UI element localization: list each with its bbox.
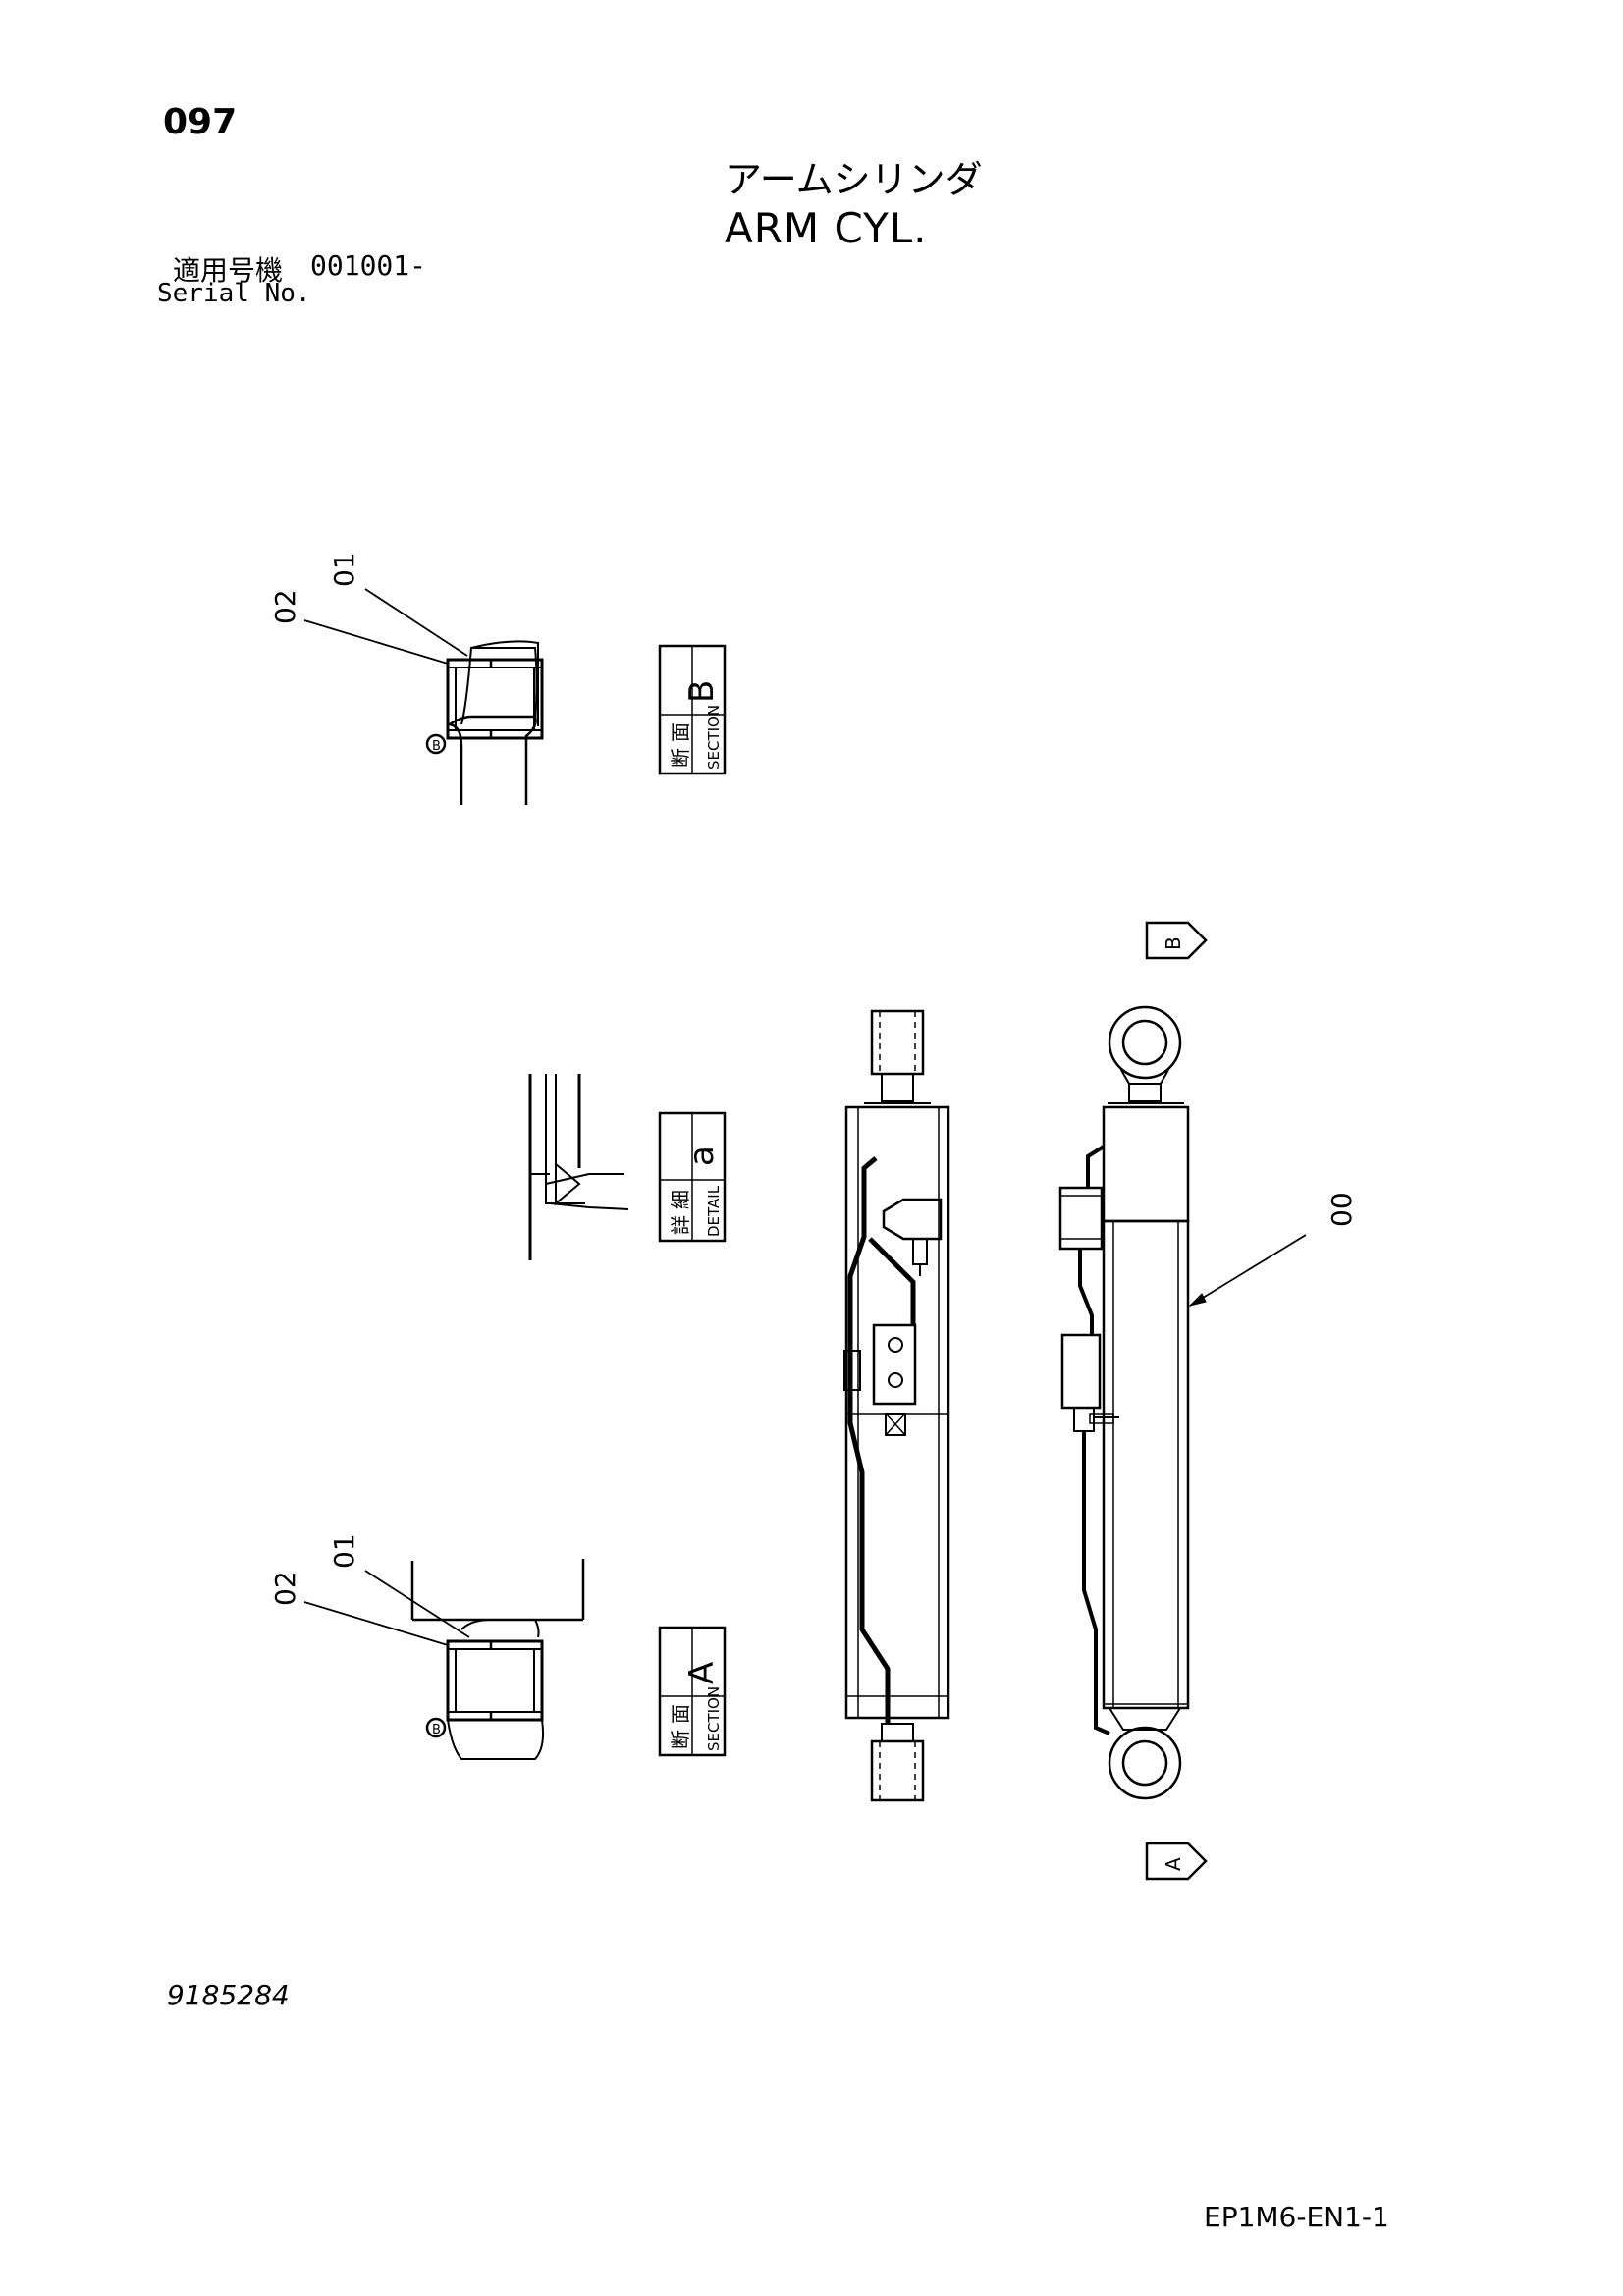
cylinder-view-side: 00 bbox=[1058, 1005, 1358, 1800]
callout-01-bottom: 01 bbox=[328, 1533, 360, 1569]
view-arrow-a: A bbox=[1145, 1842, 1208, 1881]
bolt-mark-b: B bbox=[432, 739, 441, 754]
view-arrow-a-letter: A bbox=[1162, 1857, 1185, 1871]
bolt-mark-a: B bbox=[432, 1723, 441, 1737]
serial-number-range: 001001- bbox=[310, 249, 427, 282]
detail-a-label: 詳 細 DETAIL a bbox=[658, 1111, 727, 1243]
section-a-kanji-2: 面 bbox=[669, 1704, 692, 1724]
section-a-view: B 01 02 bbox=[269, 1533, 585, 1760]
title-english: ARM CYL. bbox=[725, 204, 928, 252]
document-code: EP1M6-EN1-1 bbox=[1204, 2201, 1389, 2233]
section-a-label: 断 面 SECTION A bbox=[658, 1626, 727, 1757]
section-b-label: 断 面 SECTION B bbox=[658, 644, 727, 775]
cylinder-view-front bbox=[843, 1009, 950, 1802]
detail-a-letter: a bbox=[682, 1146, 722, 1166]
callout-00: 00 bbox=[1325, 1192, 1358, 1227]
callout-02-bottom: 02 bbox=[269, 1571, 301, 1606]
detail-a-kanji-1: 詳 bbox=[669, 1215, 692, 1235]
detail-a-kanji-2: 細 bbox=[669, 1190, 692, 1209]
section-b-kanji-2: 面 bbox=[669, 722, 692, 742]
section-b-kanji-1: 断 bbox=[669, 748, 692, 768]
section-a-kanji-1: 断 bbox=[669, 1730, 692, 1749]
section-b-view: B 01 02 bbox=[269, 552, 544, 805]
view-arrow-b-letter: B bbox=[1162, 936, 1185, 950]
detail-a-view bbox=[528, 1074, 629, 1260]
callout-01-top: 01 bbox=[328, 552, 360, 587]
serial-label-english: Serial No. bbox=[157, 279, 311, 308]
detail-a-sub: DETAIL bbox=[705, 1185, 723, 1237]
section-b-letter: B bbox=[682, 680, 722, 703]
view-arrow-b: B bbox=[1145, 921, 1208, 960]
section-a-letter: A bbox=[682, 1662, 722, 1684]
callout-02-top: 02 bbox=[269, 589, 301, 624]
serial-label-japanese: 適用号機 bbox=[173, 254, 284, 287]
title-japanese: アームシリンダ bbox=[725, 158, 983, 201]
page-number: 097 bbox=[163, 102, 238, 142]
drawing-number: 9185284 bbox=[167, 1979, 290, 2011]
section-b-sub: SECTION bbox=[705, 705, 723, 770]
section-a-sub: SECTION bbox=[705, 1686, 723, 1751]
